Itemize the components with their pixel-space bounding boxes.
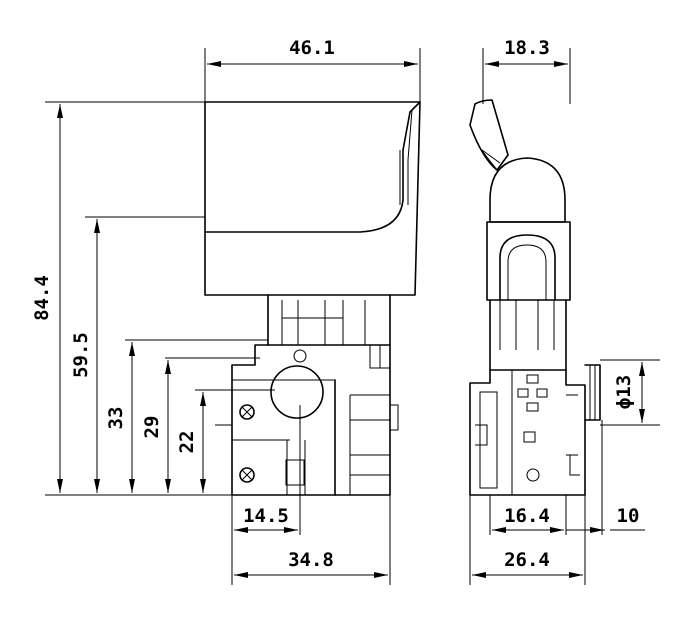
dimension-lines: [45, 48, 660, 585]
dim-label-46-1: 46.1: [289, 37, 335, 59]
side-view: [469, 99, 601, 496]
dim-label-33: 33: [105, 407, 127, 430]
dim-label-16-4: 16.4: [504, 505, 550, 527]
dim-label-diameter-13: ϕ13: [613, 375, 635, 409]
front-view: [204, 101, 421, 496]
dimension-arrows: [57, 61, 645, 578]
dim-label-84-4: 84.4: [31, 275, 53, 321]
dim-label-29: 29: [141, 416, 163, 439]
dim-label-22: 22: [176, 431, 198, 454]
dim-label-10: 10: [617, 505, 640, 527]
dim-label-14-5: 14.5: [243, 505, 289, 527]
dim-label-59-5: 59.5: [70, 332, 92, 378]
dim-label-18-3: 18.3: [504, 37, 550, 59]
dim-label-34-8: 34.8: [288, 549, 334, 571]
dim-label-26-4: 26.4: [504, 549, 550, 571]
